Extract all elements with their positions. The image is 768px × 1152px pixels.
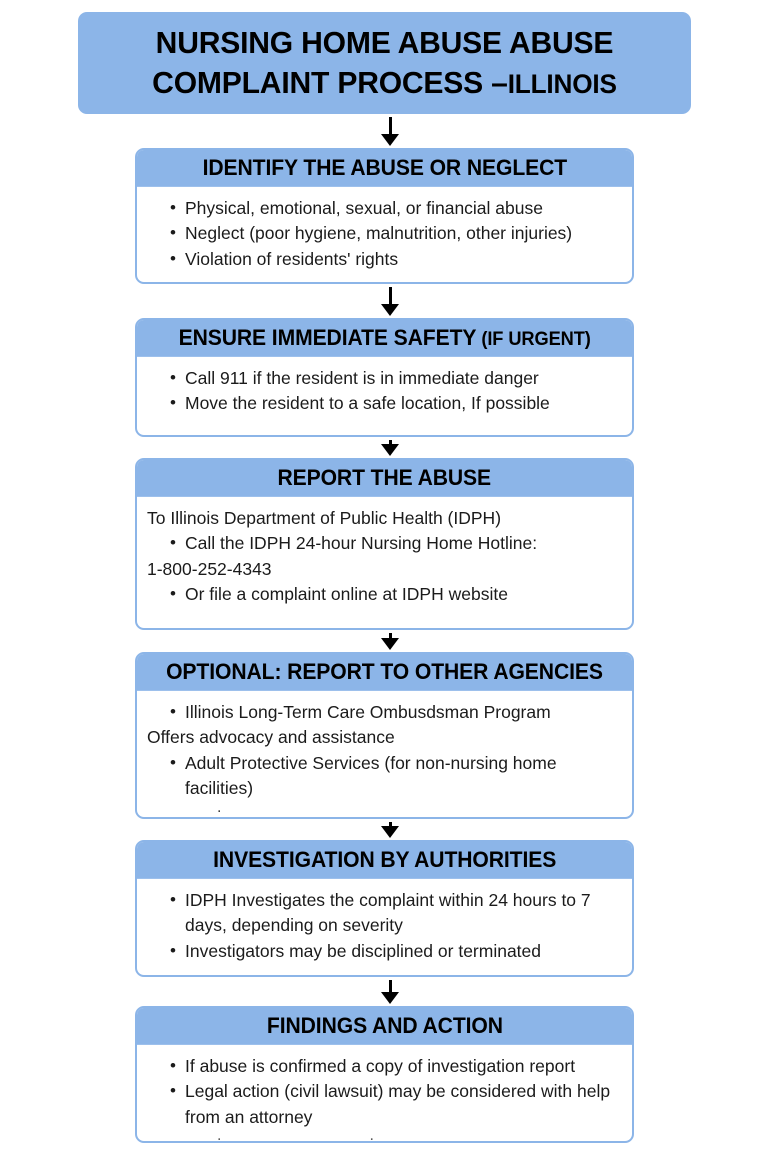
step-header-main: ENSURE IMMEDIATE SAFETY <box>178 325 477 350</box>
bullet-point-icon: • <box>170 1056 176 1075</box>
bullet-item: • Neglect (poor hygiene, malnutrition, ot… <box>145 221 622 246</box>
step-header-main: INVESTIGATION BY AUTHORITIES <box>212 847 557 872</box>
arrow-shaft <box>388 117 392 134</box>
bullet-item: • Move the resident to a safe location, I… <box>145 391 622 416</box>
bullet-point-icon: • <box>170 368 176 387</box>
step-card-header-3: REPORT THE ABUSE <box>137 460 632 497</box>
step-card-body-2: • Call 911 if the resident is in immediat… <box>137 357 632 427</box>
step-card-header-2: ENSURE IMMEDIATE SAFETY (IF URGENT) <box>137 320 632 357</box>
bullet-item: • If abuse is confirmed a copy of investi… <box>145 1054 622 1079</box>
bullet-item: • Legal action (civil lawsuit) may be con… <box>145 1079 622 1130</box>
bullet-item: • Call the IDPH 24-hour Nursing Home Hotl… <box>145 531 622 556</box>
step-header-text: FINDINGS AND ACTION <box>267 1013 503 1039</box>
step-card-body-5: • IDPH Investigates the complaint within … <box>137 879 632 974</box>
step-card-5: INVESTIGATION BY AUTHORITIES • IDPH Invest… <box>135 840 634 977</box>
bullet-item-text: Adult Protective Services (for non-nursi… <box>185 752 557 799</box>
step-header-main: FINDINGS AND ACTION <box>266 1013 503 1038</box>
step-card-3: REPORT THE ABUSE To Illinois Department o… <box>135 458 634 630</box>
bullet-item: • Illinois Long-Term Care Ombusdsman Prog… <box>145 700 622 725</box>
step-header-main: IDENTIFY THE ABUSE OR NEGLECT <box>202 155 567 180</box>
step-card-body-6: • If abuse is confirmed a copy of investi… <box>137 1045 632 1143</box>
step-header-text: IDENTIFY THE ABUSE OR NEGLECT <box>202 155 567 181</box>
bullet-point-icon: • <box>170 940 176 960</box>
arrow-shaft <box>388 287 392 304</box>
plain-text-line: Offers advocacy and assistance <box>147 727 395 748</box>
connector-arrow-1 <box>381 117 399 146</box>
bullet-point-icon: • <box>170 584 176 604</box>
step-header-text: ENSURE IMMEDIATE SAFETY (IF URGENT) <box>178 325 590 351</box>
bullet-item-text: Call 911 if the resident is in immediate… <box>185 368 539 388</box>
step-header-main: OPTIONAL: REPORT TO OTHER AGENCIES <box>166 659 603 684</box>
bullet-point-icon: • <box>170 702 176 721</box>
bullet-item-text: Or file a complaint online at IDPH websi… <box>185 584 508 605</box>
flowchart-title-box: NURSING HOME ABUSE ABUSE COMPLAINT PROCE… <box>78 12 691 114</box>
bullet-item: • Call 911 if the resident is in immediat… <box>145 366 622 391</box>
bullet-item: • Or file a complaint online at IDPH webs… <box>145 582 622 607</box>
connector-arrow-6 <box>381 980 399 1004</box>
step-card-6: FINDINGS AND ACTION • If abuse is confirme… <box>135 1006 634 1143</box>
bullet-item-text: Move the resident to a safe location, If… <box>185 393 550 414</box>
flowchart-title-text: NURSING HOME ABUSE ABUSE COMPLAINT PROCE… <box>139 23 631 102</box>
step-card-header-4: OPTIONAL: REPORT TO OTHER AGENCIES <box>137 654 632 691</box>
bullet-point-icon: • <box>170 198 176 217</box>
bullet-item: • Violation of residents' rights <box>145 247 622 272</box>
bullet-item: • Investigators may be disciplined or ter… <box>145 939 622 964</box>
connector-arrow-2 <box>381 287 399 316</box>
step-card-4: OPTIONAL: REPORT TO OTHER AGENCIES • Illin… <box>135 652 634 819</box>
bullet-point-icon: • <box>170 1081 176 1101</box>
bullet-item-text: IDPH Investigates the complaint within 2… <box>185 890 591 936</box>
arrow-head-icon <box>381 638 399 650</box>
bullet-item-text: Physical, emotional, sexual, or financia… <box>185 198 543 218</box>
arrow-shaft <box>388 633 392 638</box>
step-card-body-3: To Illinois Department of Public Health … <box>137 497 632 618</box>
arrow-head-icon <box>381 304 399 316</box>
step-card-body-4: • Illinois Long-Term Care Ombusdsman Prog… <box>137 691 632 817</box>
step-header-main: REPORT THE ABUSE <box>277 465 492 490</box>
arrow-head-icon <box>381 134 399 146</box>
bullet-item-text: Illinois Long-Term Care Ombusdsman Progr… <box>185 702 551 722</box>
title-line-2: COMPLAINT PROCESS – <box>152 65 508 100</box>
step-card-header-5: INVESTIGATION BY AUTHORITIES <box>137 842 632 879</box>
plain-text-line: To Illinois Department of Public Health … <box>147 508 502 528</box>
arrow-shaft <box>388 440 392 444</box>
step-card-header-6: FINDINGS AND ACTION <box>137 1008 632 1045</box>
step-header-text: REPORT THE ABUSE <box>278 465 492 491</box>
bullet-point-icon: • <box>170 890 176 909</box>
arrow-head-icon <box>381 992 399 1004</box>
step-header-suffix: (IF URGENT) <box>476 329 591 350</box>
arrow-shaft <box>388 980 392 992</box>
step-card-1: IDENTIFY THE ABUSE OR NEGLECT • Physical, … <box>135 148 634 284</box>
bullet-point-icon: • <box>170 248 176 268</box>
step-card-2: ENSURE IMMEDIATE SAFETY (IF URGENT)•Call… <box>135 318 634 437</box>
bullet-item: • Adult Protective Services (for non-nurs… <box>145 751 622 802</box>
bullet-item-text: Call the IDPH 24-hour Nursing Home Hotli… <box>185 533 538 554</box>
bullet-item-text: Investigators may be disciplined or term… <box>185 940 542 961</box>
step-card-body-1: • Physical, emotional, sexual, or financi… <box>137 187 632 282</box>
bullet-point-icon: • <box>170 223 176 243</box>
bullet-item-text: Legal action (civil lawsuit) may be cons… <box>185 1081 611 1127</box>
connector-arrow-4 <box>381 633 399 650</box>
bullet-item-text: If abuse is confirmed a copy of investig… <box>185 1056 576 1076</box>
bullet-item-text: Violation of residents' rights <box>185 248 399 269</box>
stray-mark: .. <box>217 1127 522 1143</box>
bullet-item: • IDPH Investigates the complaint within … <box>145 888 622 939</box>
step-card-header-1: IDENTIFY THE ABUSE OR NEGLECT <box>137 150 632 187</box>
connector-arrow-5 <box>381 822 399 838</box>
bullet-point-icon: • <box>170 393 176 413</box>
stray-mark: . <box>217 798 222 816</box>
bullet-point-icon: • <box>170 533 176 553</box>
bullet-item: • Physical, emotional, sexual, or financi… <box>145 196 622 221</box>
arrow-head-icon <box>381 826 399 838</box>
arrow-shaft <box>388 822 392 826</box>
title-state: ILLINOIS <box>507 69 617 99</box>
bullet-item-text: Neglect (poor hygiene, malnutrition, oth… <box>185 223 573 244</box>
connector-arrow-3 <box>381 440 399 456</box>
plain-text-line: 1-800-252-4343 <box>147 558 272 579</box>
step-header-text: OPTIONAL: REPORT TO OTHER AGENCIES <box>166 659 603 685</box>
bullet-point-icon: • <box>170 752 176 772</box>
title-line-1: NURSING HOME ABUSE ABUSE <box>155 25 614 61</box>
step-header-text: INVESTIGATION BY AUTHORITIES <box>213 847 556 873</box>
arrow-head-icon <box>381 444 399 456</box>
